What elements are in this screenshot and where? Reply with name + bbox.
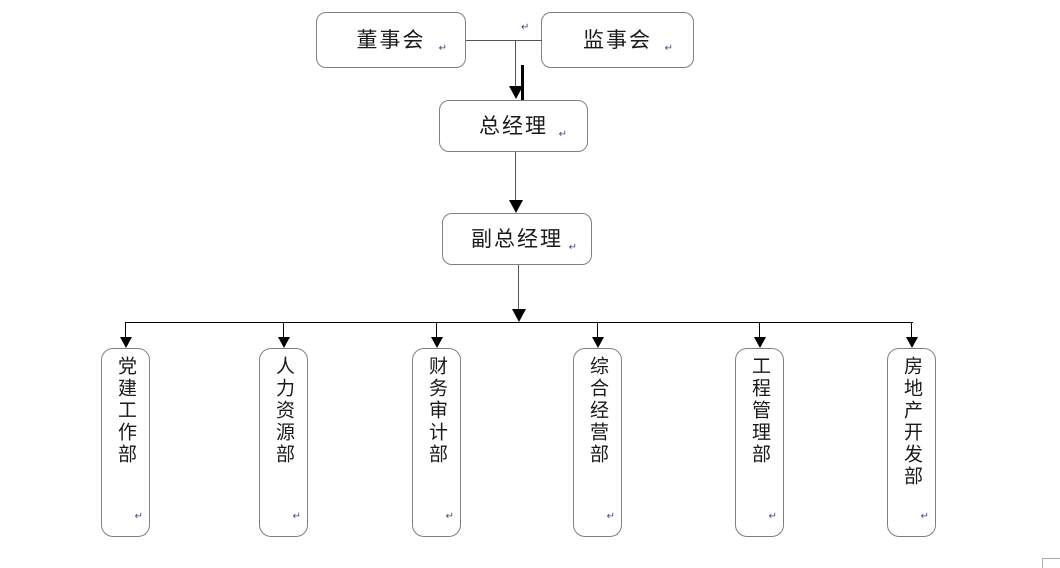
bus-drop-1	[125, 322, 126, 340]
node-general-manager-label: 总经理	[479, 113, 548, 138]
bus-arrowhead-2	[278, 337, 290, 348]
connector-gm-to-deputy-stem	[515, 152, 516, 202]
bus-drop-4	[597, 322, 598, 340]
node-dept-realestate[interactable]: 房地产开发部 ↵	[887, 348, 936, 537]
pilcrow-mark: ↵	[606, 511, 615, 522]
node-dept-realestate-label: 房地产开发部	[900, 356, 923, 488]
node-general-manager[interactable]: 总经理 ↵	[439, 100, 588, 152]
page-corner-mark	[1042, 558, 1060, 568]
node-dept-finance-label: 财务审计部	[425, 356, 448, 466]
bus-drop-2	[283, 322, 284, 340]
node-dept-hr[interactable]: 人力资源部 ↵	[259, 348, 308, 537]
pilcrow-mark: ↵	[768, 511, 777, 522]
department-bus-line	[125, 322, 913, 323]
node-supervisors[interactable]: 监事会 ↵	[541, 12, 694, 68]
node-dept-party[interactable]: 党建工作部 ↵	[101, 348, 150, 537]
bus-arrowhead-3	[431, 337, 443, 348]
connector-deputy-to-bus-stem	[518, 265, 519, 310]
text-caret-artifact	[521, 65, 524, 111]
node-dept-operations[interactable]: 综合经营部 ↵	[573, 348, 622, 537]
bus-arrowhead-4	[592, 337, 604, 348]
bus-drop-3	[436, 322, 437, 340]
node-board-label: 董事会	[356, 27, 426, 52]
node-supervisors-label: 监事会	[583, 27, 652, 52]
pilcrow-mark: ↵	[438, 43, 447, 54]
pilcrow-mark-junction: ↵	[521, 22, 530, 33]
pilcrow-mark: ↵	[664, 43, 673, 54]
bus-arrowhead-5	[754, 337, 766, 348]
connector-junction-to-gm-stem	[515, 40, 516, 88]
connector-gm-to-deputy-arrowhead	[509, 200, 523, 213]
bus-arrowhead-1	[120, 337, 132, 348]
pilcrow-mark: ↵	[568, 242, 577, 253]
node-dept-finance[interactable]: 财务审计部 ↵	[412, 348, 461, 537]
node-dept-hr-label: 人力资源部	[272, 356, 295, 466]
node-deputy-general-manager-label: 副总经理	[471, 226, 563, 251]
pilcrow-mark: ↵	[445, 511, 454, 522]
node-dept-party-label: 党建工作部	[114, 356, 137, 466]
connector-deputy-to-bus-arrowhead	[512, 309, 526, 322]
pilcrow-mark: ↵	[134, 511, 143, 522]
node-deputy-general-manager[interactable]: 副总经理 ↵	[442, 213, 592, 265]
bus-drop-5	[759, 322, 760, 340]
bus-drop-6	[911, 322, 912, 340]
pilcrow-mark: ↵	[558, 129, 567, 140]
connector-board-supervisors	[466, 40, 542, 41]
node-dept-engineering-label: 工程管理部	[748, 356, 771, 466]
connector-junction-to-gm-arrowhead	[509, 86, 523, 99]
pilcrow-mark: ↵	[920, 511, 929, 522]
bus-arrowhead-6	[906, 337, 918, 348]
node-dept-engineering[interactable]: 工程管理部 ↵	[735, 348, 784, 537]
node-board[interactable]: 董事会 ↵	[316, 12, 466, 68]
node-dept-operations-label: 综合经营部	[586, 356, 609, 466]
pilcrow-mark: ↵	[292, 511, 301, 522]
